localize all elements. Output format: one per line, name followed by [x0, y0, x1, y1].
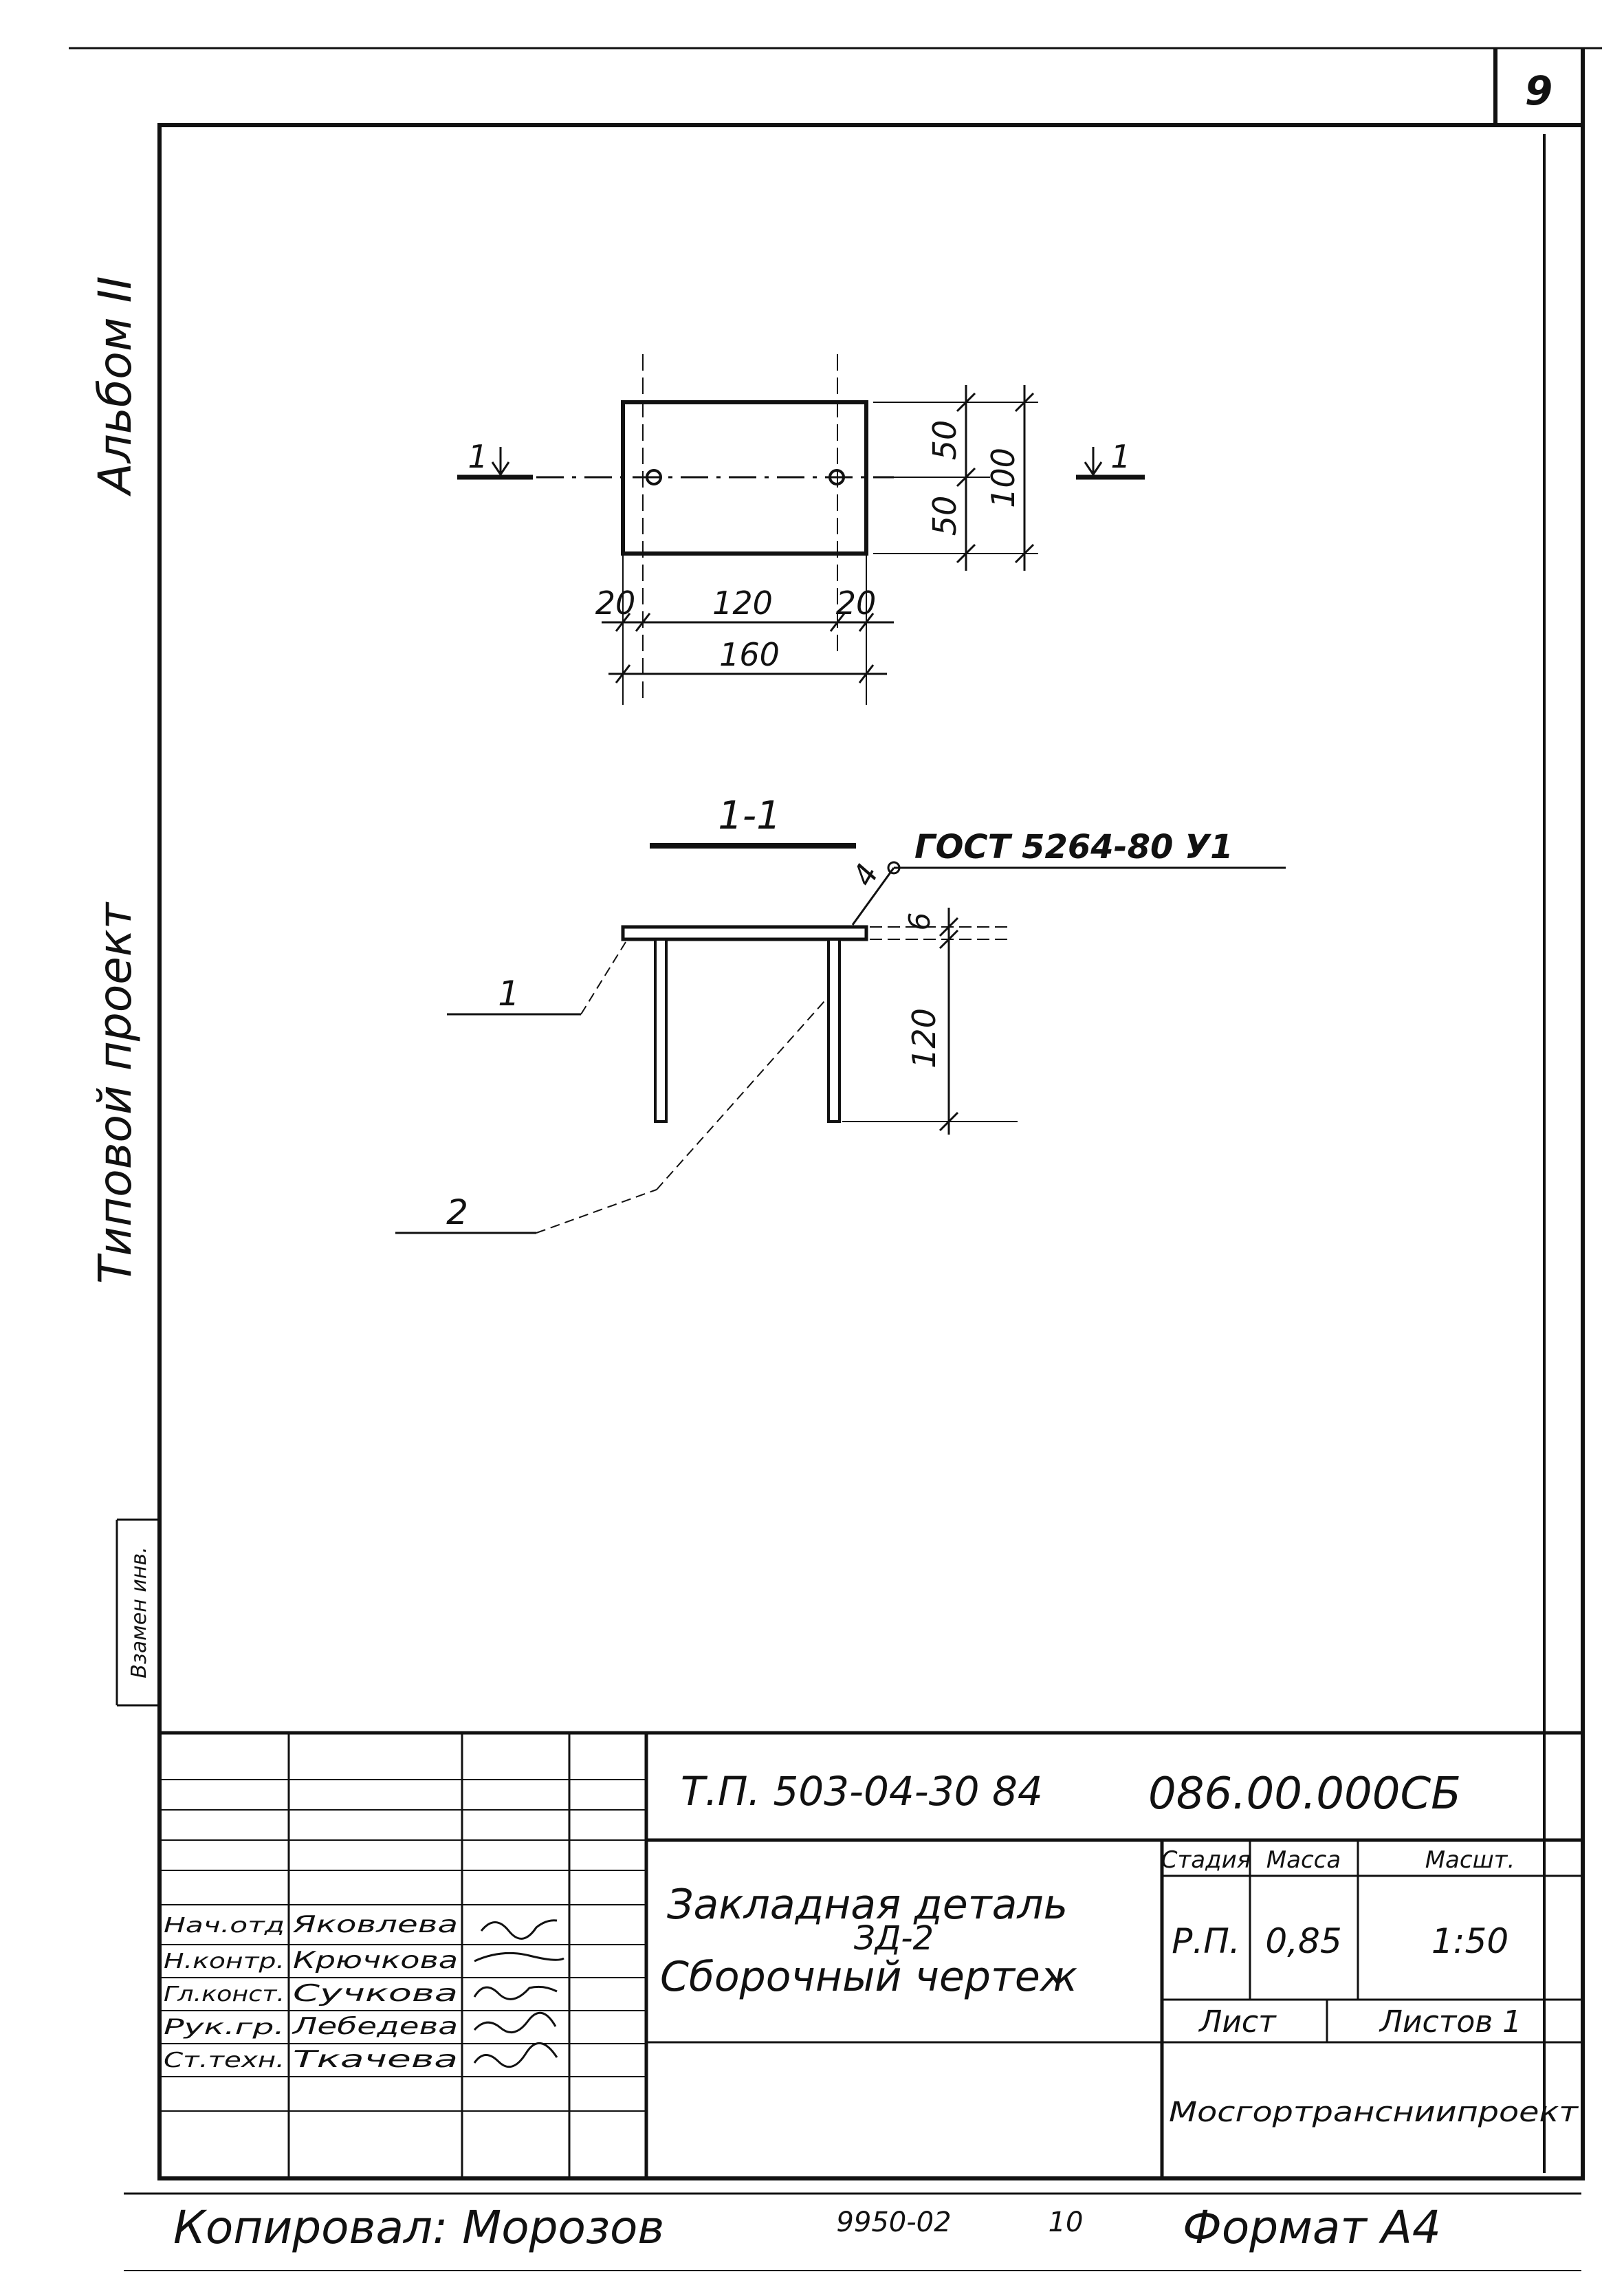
dim-right-margin: 20	[836, 584, 877, 622]
dim-overall-height: 100	[985, 448, 1022, 508]
role-1: Нач.отд	[164, 1914, 285, 1938]
sheet-label: Лист	[1198, 2004, 1277, 2040]
doc-code: Т.П. 503-04-30 84	[681, 1768, 1043, 1815]
callout-plate: 1	[498, 974, 520, 1014]
dim-plate-thickness: 6	[903, 912, 936, 931]
title-line-2: ЗД-2	[854, 1919, 934, 1958]
role-4: Рук.гр.	[164, 2015, 285, 2040]
scale-header: Масшт.	[1425, 1846, 1515, 1874]
organization: Мосгортрансниипроект	[1169, 2097, 1579, 2128]
signatures	[473, 1919, 564, 2068]
anchor-bar-left	[654, 938, 668, 1123]
plan-view: 20 120 20 160 50 50 100 1	[457, 354, 1145, 705]
name-5: Ткачева	[293, 2046, 458, 2073]
anchor-bar-right	[827, 938, 841, 1123]
role-5: Ст.техн.	[164, 2048, 285, 2073]
format-label: Формат А4	[1183, 2201, 1441, 2254]
name-1: Яковлева	[292, 1911, 458, 1938]
name-2: Крючкова	[293, 1947, 458, 1974]
mass-value: 0,85	[1265, 1921, 1341, 1961]
role-3: Гл.конст.	[164, 1982, 285, 2007]
title-line-1: Закладная деталь	[667, 1881, 1068, 1929]
margin-album-label: Альбом II	[89, 276, 142, 496]
section-title: 1-1	[718, 794, 780, 838]
callout-anchor: 2	[446, 1192, 468, 1232]
sheet-number: 9	[1525, 67, 1552, 114]
order-number: 9950-02	[836, 2207, 951, 2238]
role-2: Н.контр.	[164, 1949, 285, 1974]
dim-half-top: 50	[926, 420, 963, 461]
section-mark-left: 1	[457, 438, 533, 480]
mass-header: Масса	[1266, 1846, 1341, 1874]
name-3: Сучкова	[293, 1980, 458, 2007]
anchor-hole-left	[646, 469, 662, 485]
dim-half-bottom: 50	[926, 496, 963, 536]
sheets-label: Листов 1	[1379, 2004, 1522, 2040]
section-view: 1-1 4 ГОСТ 5264-80 У1 6 120 1 2	[395, 794, 1286, 1234]
name-4: Лебедева	[291, 2013, 458, 2040]
weld-standard: ГОСТ 5264-80 У1	[914, 828, 1233, 866]
dim-hole-spacing: 120	[712, 584, 773, 622]
dim-overall-width: 160	[719, 636, 780, 673]
margin-project-label: Типовой проект	[89, 901, 142, 1284]
stage-header: Стадия	[1161, 1846, 1251, 1874]
dim-anchor-length: 120	[906, 1008, 943, 1069]
embed-plate-section	[621, 925, 868, 941]
title-block: Т.П. 503-04-30 84 086.00.000СБ Закладная…	[160, 1731, 1583, 2178]
copied-by: Копировал: Морозов	[173, 2201, 664, 2254]
drawing-number: 086.00.000СБ	[1148, 1769, 1461, 1819]
title-line-3: Сборочный чертеж	[660, 1953, 1077, 2001]
margin-stamp-label: Взамен инв.	[127, 1546, 151, 1678]
section-mark-right: 1	[1076, 438, 1145, 480]
scale-value: 1:50	[1431, 1921, 1508, 1961]
section-mark-right-label: 1	[1110, 438, 1130, 475]
order-sheet: 10	[1049, 2207, 1084, 2238]
section-mark-left-label: 1	[468, 438, 487, 475]
stage-value: Р.П.	[1172, 1921, 1240, 1961]
dim-left-margin: 20	[595, 584, 636, 622]
sheet-frame	[69, 47, 1602, 2271]
